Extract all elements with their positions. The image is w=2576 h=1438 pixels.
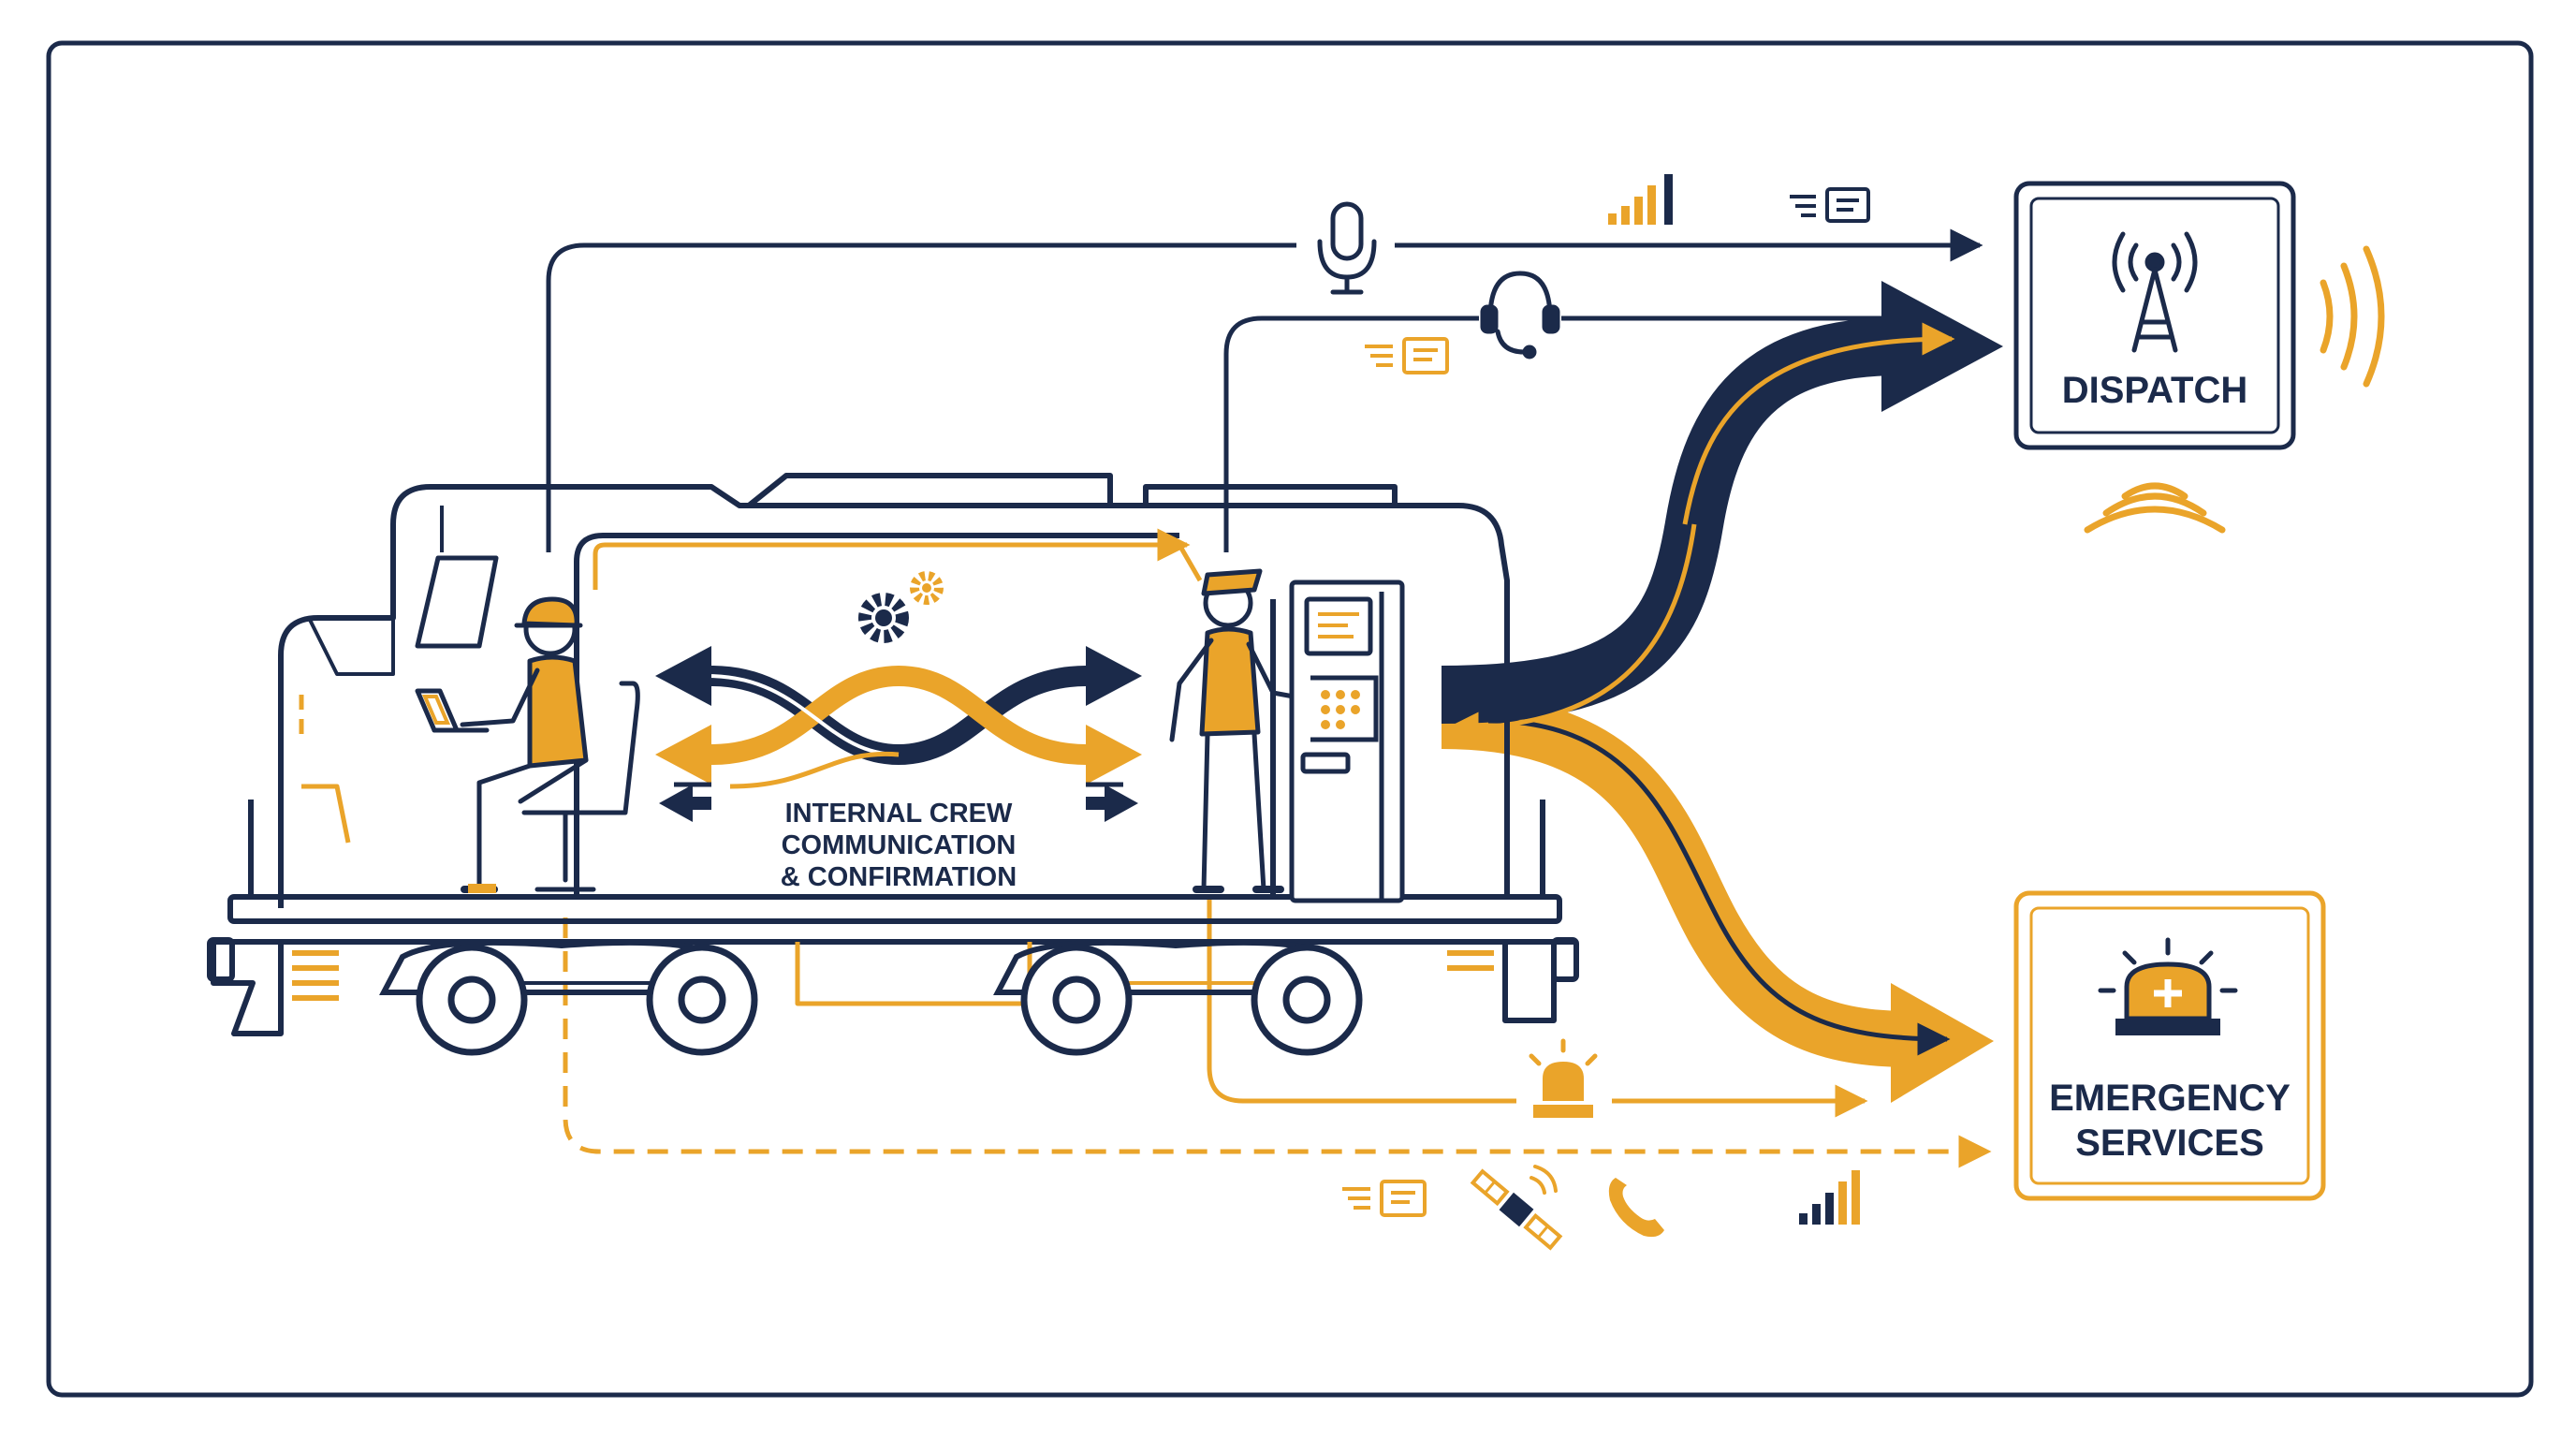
emergency-label-line1: EMERGENCY (2049, 1078, 2291, 1119)
message-icon (1365, 337, 1449, 374)
message-icon (1790, 187, 1870, 223)
wheel (416, 944, 528, 1056)
gears-icon (858, 571, 944, 643)
emergency-label-line2: SERVICES (2075, 1123, 2264, 1164)
dispatch-broadcast-waves (2084, 245, 2385, 534)
locomotive-body (278, 484, 1510, 908)
control-console-icon (1289, 580, 1405, 903)
conductor-standing-icon (1169, 568, 1317, 893)
dispatch-box: DISPATCH (2013, 181, 2296, 450)
internal-label-line1: INTERNAL CREW (785, 799, 1013, 829)
internal-communication-arrows (655, 646, 1142, 822)
internal-label-line2: COMMUNICATION (782, 830, 1017, 860)
bottom-channel-lines (563, 899, 1992, 1168)
signal-bars-icon (1608, 174, 1673, 225)
dispatch-label: DISPATCH (2062, 370, 2248, 411)
headset-icon (1480, 271, 1560, 360)
satellite-signal-icon (1530, 1165, 1558, 1195)
internal-label-line3: & CONFIRMATION (781, 862, 1017, 892)
wheel (1251, 944, 1363, 1056)
engineer-seated-icon (415, 596, 640, 893)
wheel (1020, 944, 1133, 1056)
beacon-icon (1529, 1038, 1598, 1118)
signal-bars-icon (1799, 1170, 1860, 1225)
outer-frame (46, 40, 2534, 1398)
wheel (646, 944, 758, 1056)
microphone-icon (1317, 201, 1377, 295)
message-icon (1342, 1180, 1427, 1217)
gold-boot (468, 884, 496, 893)
top-channel-lines (546, 228, 1983, 552)
emergency-beacon-icon (2098, 937, 2238, 1035)
satellite-icon (1470, 1168, 1563, 1251)
phone-icon (1608, 1178, 1664, 1238)
laptop-icon (421, 695, 451, 725)
radio-tower-icon (2112, 231, 2198, 353)
emergency-route-arrow (1441, 693, 1994, 1103)
emergency-services-box: EMERGENCY SERVICES (2013, 890, 2326, 1201)
locomotive (207, 473, 1579, 1036)
